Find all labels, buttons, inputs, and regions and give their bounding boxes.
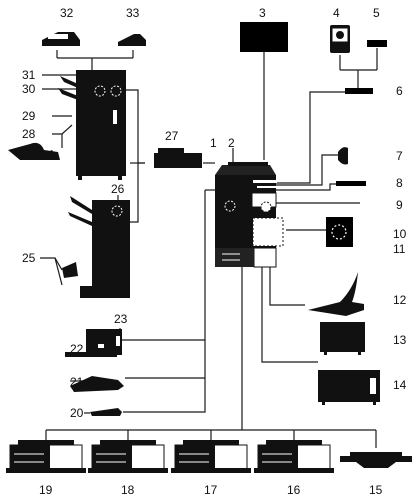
callout-14: 14 <box>393 378 407 392</box>
callout-20: 20 <box>70 406 84 420</box>
device-8-shapes <box>336 181 366 186</box>
finisher-bottom-shapes <box>62 196 130 298</box>
device-10-shapes <box>326 217 353 247</box>
callout-28: 28 <box>22 127 36 141</box>
cabinets-shapes <box>6 440 412 473</box>
device-14-shapes <box>318 370 380 405</box>
callout-30: 30 <box>22 82 36 96</box>
main-body-shapes <box>215 162 284 268</box>
callout-15: 15 <box>369 483 383 497</box>
device-6-shapes <box>345 88 373 94</box>
callout-11: 11 <box>393 242 406 256</box>
callout-26: 26 <box>111 182 125 196</box>
callout-3: 3 <box>259 6 266 20</box>
callout-17: 17 <box>204 483 218 497</box>
callout-13: 13 <box>393 333 407 347</box>
device-20-shapes <box>90 408 122 416</box>
callout-21: 21 <box>70 375 84 389</box>
device-27-shapes <box>154 148 202 168</box>
callout-4: 4 <box>333 6 340 20</box>
callout-2: 2 <box>228 136 235 150</box>
callout-labels: 1 2 3 4 5 6 7 8 9 10 11 12 13 14 15 16 1… <box>22 6 407 497</box>
callout-12: 12 <box>393 293 407 307</box>
callout-1: 1 <box>210 136 217 150</box>
callout-9: 9 <box>396 198 403 212</box>
device-22-23-shapes <box>65 329 122 357</box>
callout-7: 7 <box>396 149 403 163</box>
device-33-shapes <box>118 34 146 46</box>
callout-22: 22 <box>70 342 84 356</box>
callout-16: 16 <box>287 483 301 497</box>
callout-23: 23 <box>114 312 128 326</box>
callout-27: 27 <box>165 129 179 143</box>
callout-24: 24 <box>112 261 126 275</box>
callout-31: 31 <box>22 68 36 82</box>
callout-29: 29 <box>22 109 36 123</box>
callout-32: 32 <box>60 6 74 20</box>
device-7-shapes <box>338 147 348 165</box>
callout-8: 8 <box>396 176 403 190</box>
callout-25: 25 <box>22 251 36 265</box>
device-3-shapes <box>240 22 288 52</box>
callout-10: 10 <box>393 227 407 241</box>
device-21-shapes <box>70 376 124 392</box>
device-4-shapes <box>330 25 350 53</box>
callout-19: 19 <box>39 483 53 497</box>
callout-33: 33 <box>126 6 140 20</box>
callout-18: 18 <box>121 483 135 497</box>
callout-6: 6 <box>396 84 403 98</box>
callout-5: 5 <box>373 6 380 20</box>
device-32-shapes <box>42 32 80 46</box>
finisher-top-shapes <box>8 70 126 180</box>
device-5-shapes <box>367 40 387 47</box>
device-13-shapes <box>320 322 365 355</box>
device-12-shapes <box>308 272 364 316</box>
